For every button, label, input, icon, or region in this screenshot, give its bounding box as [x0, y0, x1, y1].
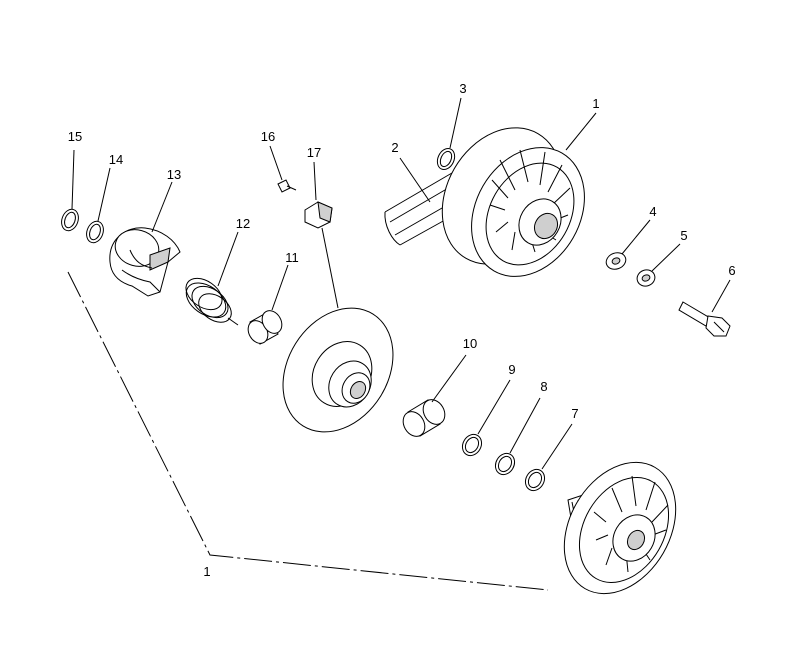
part-15-ring: [59, 150, 82, 233]
callout-9: 9: [508, 362, 515, 377]
part-14-ring: [84, 168, 110, 245]
part-5-washer: [635, 244, 680, 289]
part-13-cam-housing: [110, 182, 180, 296]
callout-6: 6: [728, 263, 735, 278]
callout-1-top: 1: [592, 96, 599, 111]
callout-labels: 1 2 3 4 5 6 7 8 9 10 11 12 13 14 15 16 1…: [68, 81, 736, 579]
callout-10: 10: [463, 336, 477, 351]
part-7-ring: [522, 424, 572, 494]
callout-15: 15: [68, 129, 82, 144]
callout-1-bottom: 1: [203, 564, 210, 579]
callout-2: 2: [391, 140, 398, 155]
assembly-leader-lines: [67, 271, 549, 591]
part-10-bushing: [399, 355, 466, 440]
callout-14: 14: [109, 152, 123, 167]
callout-3: 3: [459, 81, 466, 96]
callout-4: 4: [649, 204, 656, 219]
part-6-bolt: [679, 280, 730, 336]
part-16-screw: [270, 146, 296, 192]
callout-11: 11: [285, 250, 299, 265]
part-1-fixed-sheave-top: [418, 106, 607, 297]
part-8-ring: [492, 398, 540, 478]
part-3-ring: [434, 98, 461, 172]
part-4-washer: [604, 220, 650, 272]
part-9-ring: [459, 380, 510, 459]
callout-16: 16: [261, 129, 275, 144]
part-17-slider-block: [305, 162, 338, 308]
callout-12: 12: [236, 216, 250, 231]
callout-8: 8: [540, 379, 547, 394]
callout-13: 13: [167, 167, 181, 182]
part-11-bushing: [244, 265, 288, 347]
part-1-fixed-sheave-bottom: [542, 442, 699, 613]
callout-5: 5: [680, 228, 687, 243]
callout-7: 7: [571, 406, 578, 421]
part-12-spring: [180, 232, 238, 328]
movable-sheave: [261, 288, 416, 453]
callout-17: 17: [307, 145, 321, 160]
